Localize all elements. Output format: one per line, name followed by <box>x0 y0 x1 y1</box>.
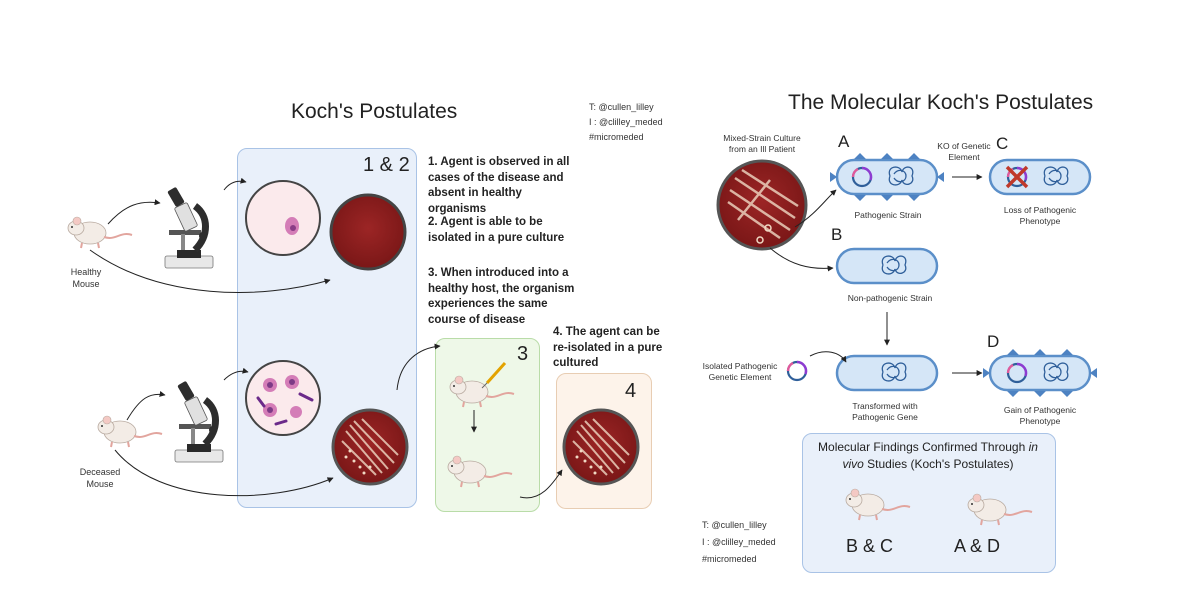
findings-text-post: Studies (Koch's Postulates) <box>863 457 1014 471</box>
ko-element-label: KO of Genetic Element <box>937 141 991 162</box>
healthy-mouse-icon <box>67 216 133 249</box>
findings-mouse-bc-icon <box>845 488 911 521</box>
mixed-strain-plate <box>716 159 808 251</box>
panel-3 <box>435 338 540 512</box>
streak-plate-4 <box>562 408 640 486</box>
streak-plate-12 <box>331 408 409 486</box>
gain-phenotype-label: Gain of Pathogenic Phenotype <box>1003 405 1077 426</box>
bc-label: B & C <box>846 536 894 556</box>
ad-label: A & D <box>954 536 1001 556</box>
pathogenic-strain-cell <box>828 151 946 203</box>
gain-strain-cell <box>981 347 1099 399</box>
left-title: Koch's Postulates <box>291 100 458 123</box>
step-4: 4. The agent can be re-isolated in a pur… <box>553 326 663 369</box>
findings-panel <box>802 433 1056 573</box>
deceased-mouse-label: Deceased Mouse <box>79 467 121 489</box>
nonpathogenic-strain-label: Non-pathogenic Strain <box>847 293 933 303</box>
panel-4-label: 4 <box>625 380 637 402</box>
mixed-culture-label: Mixed-Strain Culture from an Ill Patient <box>723 133 801 154</box>
right-title: The Molecular Koch's Postulates <box>788 91 1094 114</box>
right-arrows <box>769 174 983 376</box>
left-arrows <box>89 177 563 499</box>
right-credit-twitter: T: @cullen_lilley <box>702 520 767 530</box>
step-2: 2. Agent is able to be isolated in a pur… <box>428 216 565 244</box>
right-credits: T: @cullen_lilley I : @clilley_meded #mi… <box>702 517 776 568</box>
label-d: D <box>987 332 1000 351</box>
microscope-icon-top <box>165 187 213 268</box>
label-a: A <box>838 132 850 151</box>
step-3: 3. When introduced into a healthy host, … <box>428 267 575 326</box>
pathogenic-strain-label: Pathogenic Strain <box>854 210 922 220</box>
plain-agar-plate <box>329 193 407 271</box>
ko-strain-cell <box>988 158 1092 196</box>
findings-text-italic: in vivo <box>842 440 1038 471</box>
nonpathogenic-strain-cell <box>835 247 939 285</box>
findings-text: Molecular Findings Confirmed Through in … <box>812 439 1044 473</box>
credit-twitter: T: @cullen_lilley <box>589 102 654 112</box>
right-credit-hashtag: #micromeded <box>702 554 757 564</box>
transformed-strain-cell <box>835 354 939 392</box>
loss-phenotype-label: Loss of Pathogenic Phenotype <box>1003 205 1077 226</box>
isolated-element-label: Isolated Pathogenic Genetic Element <box>702 361 778 382</box>
label-b: B <box>831 225 843 244</box>
transformed-label: Transformed with Pathogenic Gene <box>852 401 918 422</box>
healthy-mouse-label: Healthy Mouse <box>70 267 102 289</box>
sick-mouse-icon <box>447 455 513 488</box>
deceased-mouse-icon <box>97 415 163 448</box>
isolated-plasmid-icon <box>786 360 808 382</box>
left-credits: T: @cullen_lilley I : @clilley_meded #mi… <box>589 100 663 145</box>
right-credit-instagram: I : @clilley_meded <box>702 537 776 547</box>
credit-hashtag: #micromeded <box>589 132 644 142</box>
credit-instagram: I : @clilley_meded <box>589 117 663 127</box>
injected-mouse-icon <box>449 361 515 408</box>
panel-3-label: 3 <box>517 343 529 365</box>
findings-text-pre: Molecular Findings Confirmed Through <box>818 440 1029 454</box>
findings-mouse-ad-icon <box>967 493 1033 526</box>
label-c: C <box>996 134 1009 153</box>
panel-12-label: 1 & 2 <box>363 154 410 176</box>
step-1: 1. Agent is observed in all cases of the… <box>428 156 570 215</box>
infected-tissue-view <box>245 360 321 436</box>
microscope-icon-bottom <box>175 381 223 462</box>
healthy-tissue-view <box>245 180 321 256</box>
